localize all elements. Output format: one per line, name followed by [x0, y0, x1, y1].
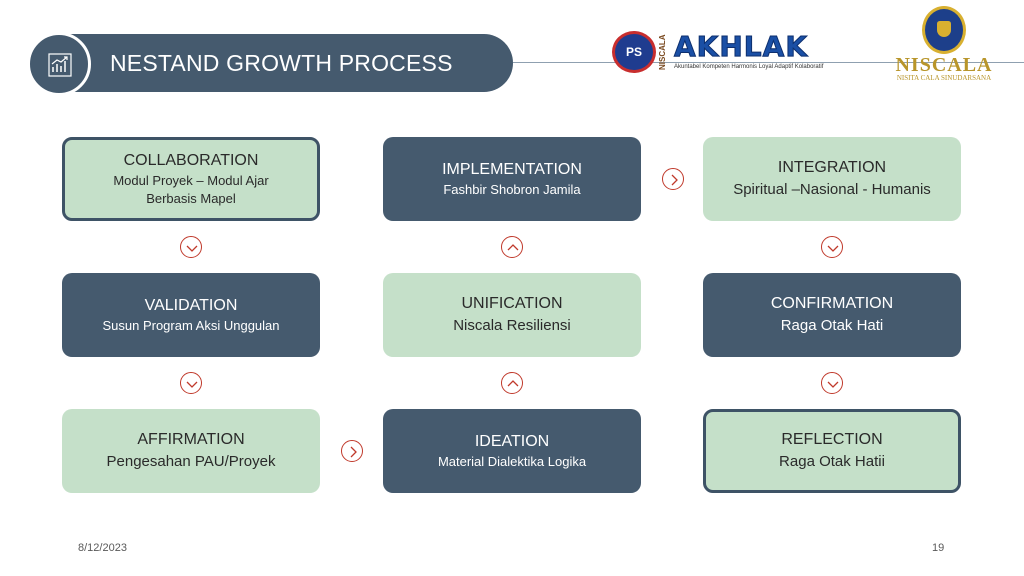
- header-rule: [513, 62, 1024, 63]
- box-desc: Spiritual –Nasional - Humanis: [733, 181, 931, 198]
- chevron-up-icon: [501, 236, 523, 258]
- title-bar: [58, 34, 513, 92]
- akhlak-logo-group: PS NISCALA AKHLAK Akuntabel Kompeten Har…: [612, 28, 872, 76]
- box-desc: Susun Program Aksi Unggulan: [102, 318, 280, 333]
- page-number: 19: [932, 542, 945, 554]
- chevron-right-icon: [662, 168, 684, 190]
- box-name: AFFIRMATION: [137, 431, 245, 448]
- box-reflection: REFLECTION Raga Otak Hatii: [703, 409, 961, 493]
- box-name: COLLABORATION: [123, 152, 259, 169]
- box-name: UNIFICATION: [461, 295, 563, 312]
- niscala-name: NISCALA: [895, 54, 993, 76]
- chevron-down-icon: [821, 372, 843, 394]
- niscala-tagline: NISITA CALA SINUDARSANA: [896, 74, 992, 82]
- growth-chart-icon: [48, 53, 72, 77]
- niscala-logo: NISCALA NISITA CALA SINUDARSANA: [888, 6, 1000, 82]
- box-confirmation: CONFIRMATION Raga Otak Hati: [703, 273, 961, 357]
- box-name: INTEGRATION: [777, 159, 887, 176]
- box-desc: Raga Otak Hati: [780, 317, 884, 334]
- box-desc: Niscala Resiliensi: [453, 317, 571, 334]
- ps-logo: PS: [612, 31, 656, 73]
- niscala-emblem-icon: [922, 6, 966, 54]
- box-desc: Pengesahan PAU/Proyek: [106, 453, 276, 470]
- box-unification: UNIFICATION Niscala Resiliensi: [383, 273, 641, 357]
- akhlak-logo: AKHLAK: [673, 30, 809, 63]
- title-icon-badge: [27, 32, 91, 96]
- chevron-up-icon: [501, 372, 523, 394]
- box-desc: Material Dialektika Logika: [437, 454, 587, 469]
- box-affirmation: AFFIRMATION Pengesahan PAU/Proyek: [62, 409, 320, 493]
- box-name: VALIDATION: [144, 297, 238, 314]
- box-implementation: IMPLEMENTATION Fashbir Shobron Jamila: [383, 137, 641, 221]
- box-desc: Fashbir Shobron Jamila: [443, 182, 581, 197]
- chevron-down-icon: [180, 372, 202, 394]
- box-name: REFLECTION: [781, 431, 883, 448]
- box-desc: Raga Otak Hatii: [779, 453, 885, 470]
- chevron-down-icon: [180, 236, 202, 258]
- box-integration: INTEGRATION Spiritual –Nasional - Humani…: [703, 137, 961, 221]
- box-desc-line1: Modul Proyek – Modul Ajar: [113, 173, 269, 188]
- box-name: IDEATION: [474, 433, 550, 450]
- box-desc-line2: Berbasis Mapel: [146, 191, 236, 206]
- box-ideation: IDEATION Material Dialektika Logika: [383, 409, 641, 493]
- page-title: NESTAND GROWTH PROCESS: [110, 50, 453, 76]
- box-name: CONFIRMATION: [770, 295, 894, 312]
- chevron-right-icon: [341, 440, 363, 462]
- footer-date: 8/12/2023: [78, 542, 127, 554]
- niscala-vertical-text: NISCALA: [658, 34, 667, 70]
- chevron-down-icon: [821, 236, 843, 258]
- box-name: IMPLEMENTATION: [442, 161, 582, 178]
- box-collaboration: COLLABORATION Modul Proyek – Modul Ajar …: [62, 137, 320, 221]
- akhlak-tagline: Akuntabel Kompeten Harmonis Loyal Adapti…: [674, 64, 824, 70]
- box-validation: VALIDATION Susun Program Aksi Unggulan: [62, 273, 320, 357]
